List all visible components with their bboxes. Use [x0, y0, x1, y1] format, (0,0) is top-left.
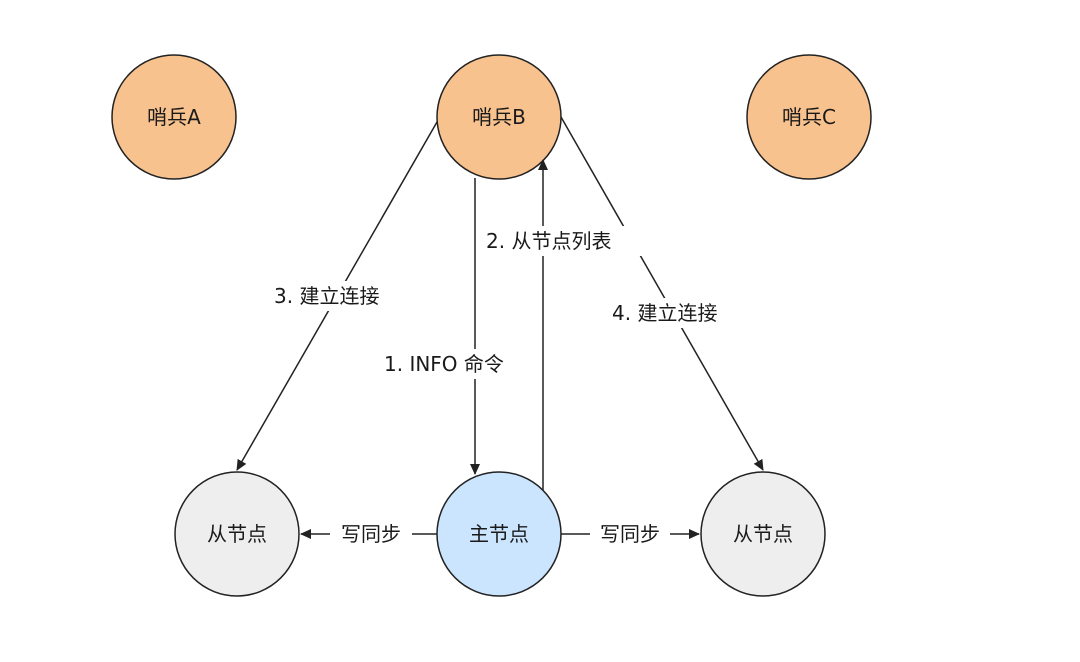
- connect-right-label: 4. 建立连接: [612, 301, 717, 325]
- sentinel-a-circle: [111, 54, 237, 180]
- sentinel-a-label: 哨兵A: [147, 105, 201, 129]
- connect-right-arrow: [560, 116, 764, 471]
- replica-left-circle: [174, 471, 300, 597]
- sentinel-c-label: 哨兵C: [782, 105, 836, 129]
- sentinel-c-circle: [746, 54, 872, 180]
- write-sync-right-label: 写同步: [600, 522, 660, 546]
- replica-right-circle: [700, 471, 826, 597]
- replica-right-node: 从节点: [700, 471, 826, 597]
- sentinel-b-label: 哨兵B: [472, 105, 526, 129]
- connect-left-label: 3. 建立连接: [274, 284, 379, 308]
- replica-left-label: 从节点: [207, 522, 267, 546]
- info-command-label: 1. INFO 命令: [384, 352, 504, 376]
- sentinel-a-node: 哨兵A: [111, 54, 237, 180]
- master-label: 主节点: [469, 522, 529, 546]
- master-node: 主节点: [436, 471, 562, 597]
- replica-right-label: 从节点: [733, 522, 793, 546]
- sentinel-c-node: 哨兵C: [746, 54, 872, 180]
- write-sync-left-label: 写同步: [341, 522, 401, 546]
- replica-list-label: 2. 从节点列表: [486, 229, 611, 253]
- replica-left-node: 从节点: [174, 471, 300, 597]
